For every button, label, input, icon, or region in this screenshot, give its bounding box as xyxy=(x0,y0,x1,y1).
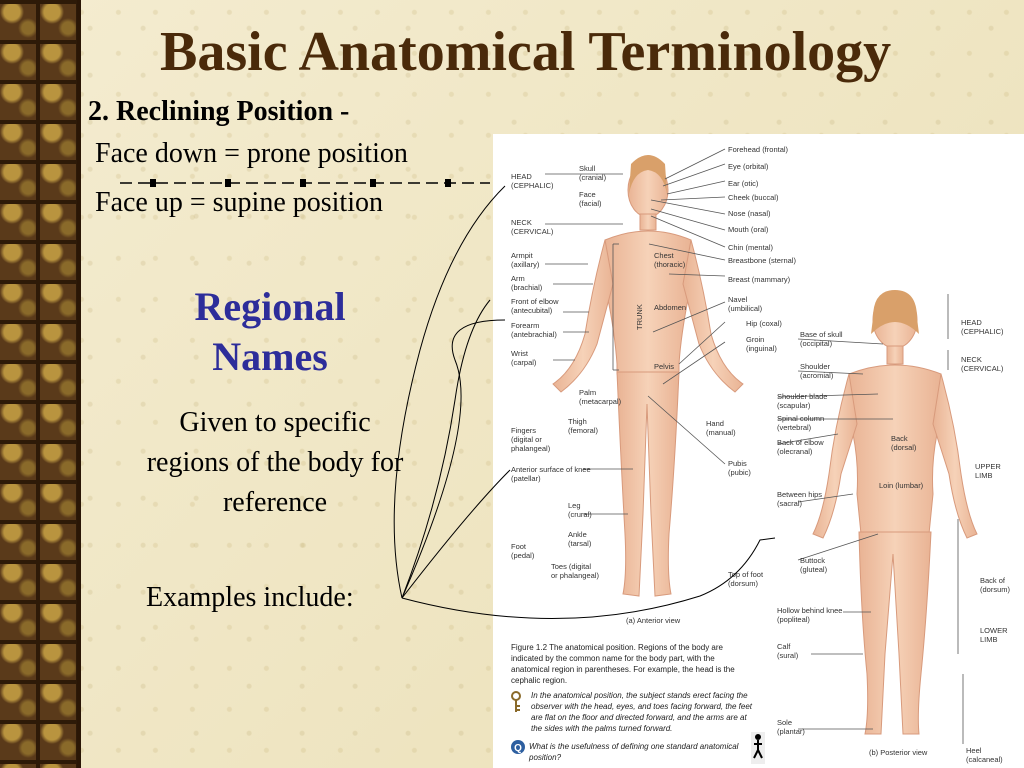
regional-description: Given to specific regions of the body fo… xyxy=(110,403,440,523)
label-pelvis: Pelvis xyxy=(654,362,675,371)
label-back-of-hand: Back of(dorsum) xyxy=(980,576,1011,594)
label-between-hips: Between hips(sacral) xyxy=(777,490,823,508)
label-nose: Nose (nasal) xyxy=(728,209,771,218)
label-groin: Groin(inguinal) xyxy=(746,335,777,353)
label-anterior-knee: Anterior surface of knee(patellar) xyxy=(511,465,591,483)
label-head: HEAD(CEPHALIC) xyxy=(511,172,554,190)
label-skull: Skull(cranial) xyxy=(579,164,607,182)
label-mouth: Mouth (oral) xyxy=(728,225,769,234)
label-shoulder: Shoulder(acromial) xyxy=(800,362,834,380)
label-spinal-column: Spinal column(vertebral) xyxy=(777,414,825,432)
regional-line-1: Regional xyxy=(194,284,346,329)
label-buttock: Buttock(gluteal) xyxy=(800,556,828,574)
posterior-body xyxy=(812,290,978,735)
regional-names-heading: Regional Names xyxy=(160,282,380,382)
label-neck-posterior: NECK(CERVICAL) xyxy=(961,355,1004,373)
slide-title: Basic Anatomical Terminology xyxy=(160,21,892,83)
label-chest: Chest(thoracic) xyxy=(654,251,686,269)
label-base-of-skull: Base of skull(occipital) xyxy=(800,330,843,348)
label-top-of-foot: Top of foot(dorsum) xyxy=(728,570,764,588)
question-icon: Q xyxy=(511,740,525,754)
label-ear: Ear (otic) xyxy=(728,179,759,188)
label-ankle: Ankle(tarsal) xyxy=(568,530,592,548)
examples-label: Examples include: xyxy=(146,582,354,613)
regional-line-2: Names xyxy=(212,334,328,379)
anatomical-position-note: In the anatomical position, the subject … xyxy=(531,691,753,733)
label-loin: Loin (lumbar) xyxy=(879,481,924,490)
dashed-separator xyxy=(120,179,490,187)
label-thigh: Thigh(femoral) xyxy=(568,417,599,435)
label-head-posterior: HEAD(CEPHALIC) xyxy=(961,318,1004,336)
posterior-view-label: (b) Posterior view xyxy=(869,748,928,757)
label-calf: Calf(sural) xyxy=(777,642,799,660)
anatomy-figure: HEAD(CEPHALIC) NECK(CERVICAL) Armpit(axi… xyxy=(493,134,1024,768)
label-arm: Arm(brachial) xyxy=(511,274,543,292)
label-brackets xyxy=(545,148,964,744)
label-breast: Breast (mammary) xyxy=(728,275,791,284)
label-sole: Sole(plantar) xyxy=(777,718,805,736)
label-heel: Heel(calcaneal) xyxy=(966,746,1003,764)
decorative-side-strip xyxy=(0,0,77,768)
label-face: Face(facial) xyxy=(579,190,602,208)
label-breastbone: Breastbone (sternal) xyxy=(728,256,796,265)
label-navel: Navel(umbilical) xyxy=(728,295,763,313)
label-front-of-elbow: Front of elbow(antecubital) xyxy=(511,297,559,315)
prone-definition: Face down = prone position xyxy=(95,138,408,169)
label-neck: NECK(CERVICAL) xyxy=(511,218,554,236)
label-foot: Foot(pedal) xyxy=(511,542,535,560)
supine-definition: Face up = supine position xyxy=(95,187,383,218)
label-back: Back(dorsal) xyxy=(891,434,917,452)
body-illustrations xyxy=(545,148,978,744)
label-hollow-behind-knee: Hollow behind knee(popliteal) xyxy=(777,606,843,624)
label-palm: Palm(metacarpal) xyxy=(579,388,622,406)
key-icon xyxy=(511,691,521,712)
label-hand: Hand(manual) xyxy=(706,419,736,437)
label-armpit: Armpit(axillary) xyxy=(511,251,540,269)
given-line-3: reference xyxy=(222,487,328,518)
figure-caption: Figure 1.2 The anatomical position. Regi… xyxy=(511,643,735,685)
label-pubis: Pubis(pubic) xyxy=(728,459,751,477)
label-wrist: Wrist(carpal) xyxy=(511,349,537,367)
svg-text:Q: Q xyxy=(514,743,522,754)
label-eye: Eye (orbital) xyxy=(728,162,769,171)
given-line-2: regions of the body for xyxy=(146,447,404,478)
label-forehead: Forehead (frontal) xyxy=(728,145,789,154)
question-text: What is the usefulness of defining one s… xyxy=(529,742,739,762)
label-abdomen: Abdomen xyxy=(654,303,687,312)
label-chin: Chin (mental) xyxy=(728,243,774,252)
anterior-view-label: (a) Anterior view xyxy=(626,616,681,625)
label-trunk: TRUNK xyxy=(635,304,644,330)
strip-edge xyxy=(77,0,81,768)
label-forearm: Forearm(antebrachial) xyxy=(511,321,557,339)
label-shoulder-blade: Shoulder blade(scapular) xyxy=(777,392,828,410)
running-figure-icon xyxy=(751,732,765,764)
section-heading: 2. Reclining Position - xyxy=(88,96,350,127)
label-hip: Hip (coxal) xyxy=(746,319,782,328)
label-cheek: Cheek (buccal) xyxy=(728,193,779,202)
given-line-1: Given to specific xyxy=(179,407,371,438)
label-back-of-elbow: Back of elbow(olecranal) xyxy=(777,438,824,456)
label-leg: Leg(crural) xyxy=(568,501,592,519)
